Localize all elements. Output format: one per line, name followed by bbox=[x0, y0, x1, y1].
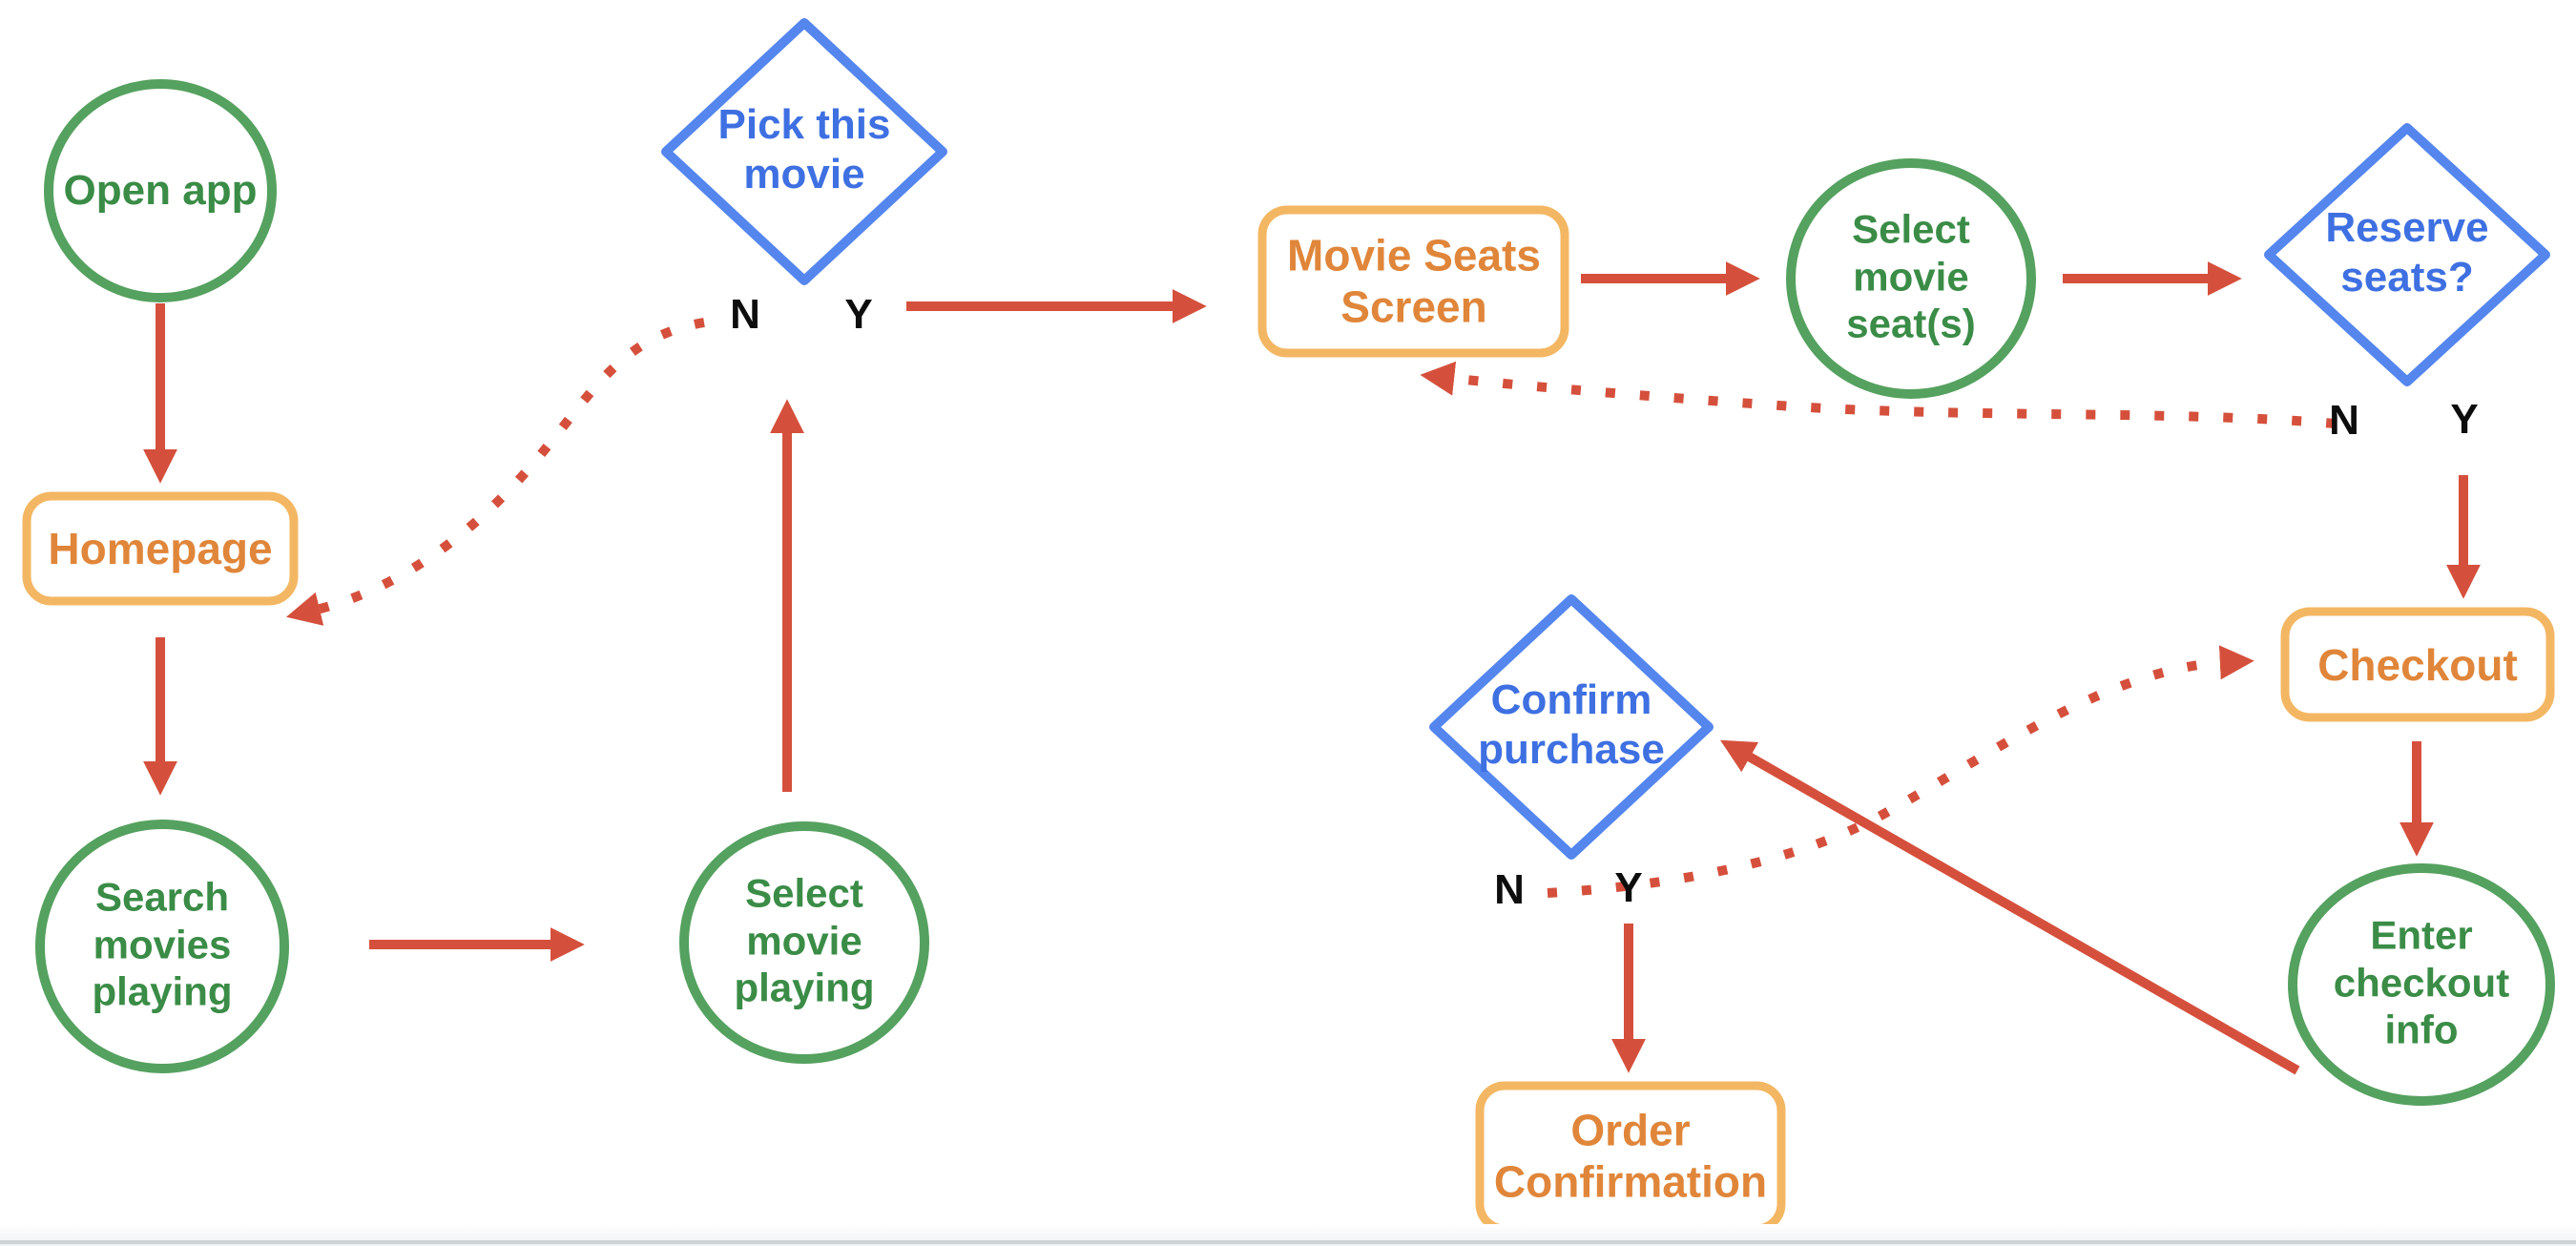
edge-pick-no-to-homepage-dotted[interactable] bbox=[286, 318, 705, 626]
confirm-purchase-no-label: N bbox=[1494, 866, 1525, 914]
confirm-purchase-label: Confirm purchase bbox=[1478, 676, 1665, 773]
open-app-circle[interactable] bbox=[44, 79, 277, 302]
window-bottom-edge bbox=[0, 1240, 2576, 1244]
checkout-label: Checkout bbox=[2317, 639, 2518, 690]
movie-seats-screen-label: Movie Seats Screen bbox=[1287, 230, 1541, 332]
movie-seats-screen-box[interactable] bbox=[1257, 205, 1569, 358]
homepage-label: Homepage bbox=[48, 523, 273, 573]
homepage-box[interactable] bbox=[22, 491, 299, 606]
reserve-seats-label: Reserve seats? bbox=[2325, 204, 2489, 301]
open-app-label: Open app bbox=[63, 167, 258, 215]
confirm-purchase-diamond[interactable] bbox=[1429, 594, 1714, 860]
order-confirmation-label: Order Confirmation bbox=[1493, 1105, 1768, 1207]
checkout-box[interactable] bbox=[2280, 607, 2555, 722]
edge-reserve-no-to-movie-seats-screen-dotted[interactable] bbox=[1420, 361, 2337, 428]
reserve-seats-yes-label: Y bbox=[2450, 396, 2479, 444]
pick-this-movie-yes-label: Y bbox=[844, 291, 873, 339]
select-movie-playing-label: Select movie playing bbox=[734, 870, 875, 1010]
enter-checkout-info-label: Enter checkout info bbox=[2333, 912, 2510, 1052]
confirm-purchase-yes-label: Y bbox=[1614, 864, 1643, 912]
search-movies-label: Search movies playing bbox=[92, 874, 233, 1014]
enter-checkout-info-circle[interactable] bbox=[2288, 863, 2555, 1106]
edge-enter-checkout-info-to-confirm-purchase[interactable] bbox=[1720, 739, 2300, 1075]
select-movie-seats-label: Select movie seat(s) bbox=[1846, 206, 1976, 346]
pick-this-movie-label: Pick this movie bbox=[717, 101, 891, 197]
reserve-seats-diamond[interactable] bbox=[2264, 123, 2550, 386]
pick-this-movie-no-label: N bbox=[730, 291, 760, 339]
pick-this-movie-diamond[interactable] bbox=[661, 18, 947, 285]
select-movie-playing-circle[interactable] bbox=[679, 821, 929, 1064]
reserve-seats-no-label: N bbox=[2329, 397, 2359, 445]
select-movie-seats-circle[interactable] bbox=[1786, 158, 2036, 399]
search-movies-circle[interactable] bbox=[35, 820, 289, 1073]
